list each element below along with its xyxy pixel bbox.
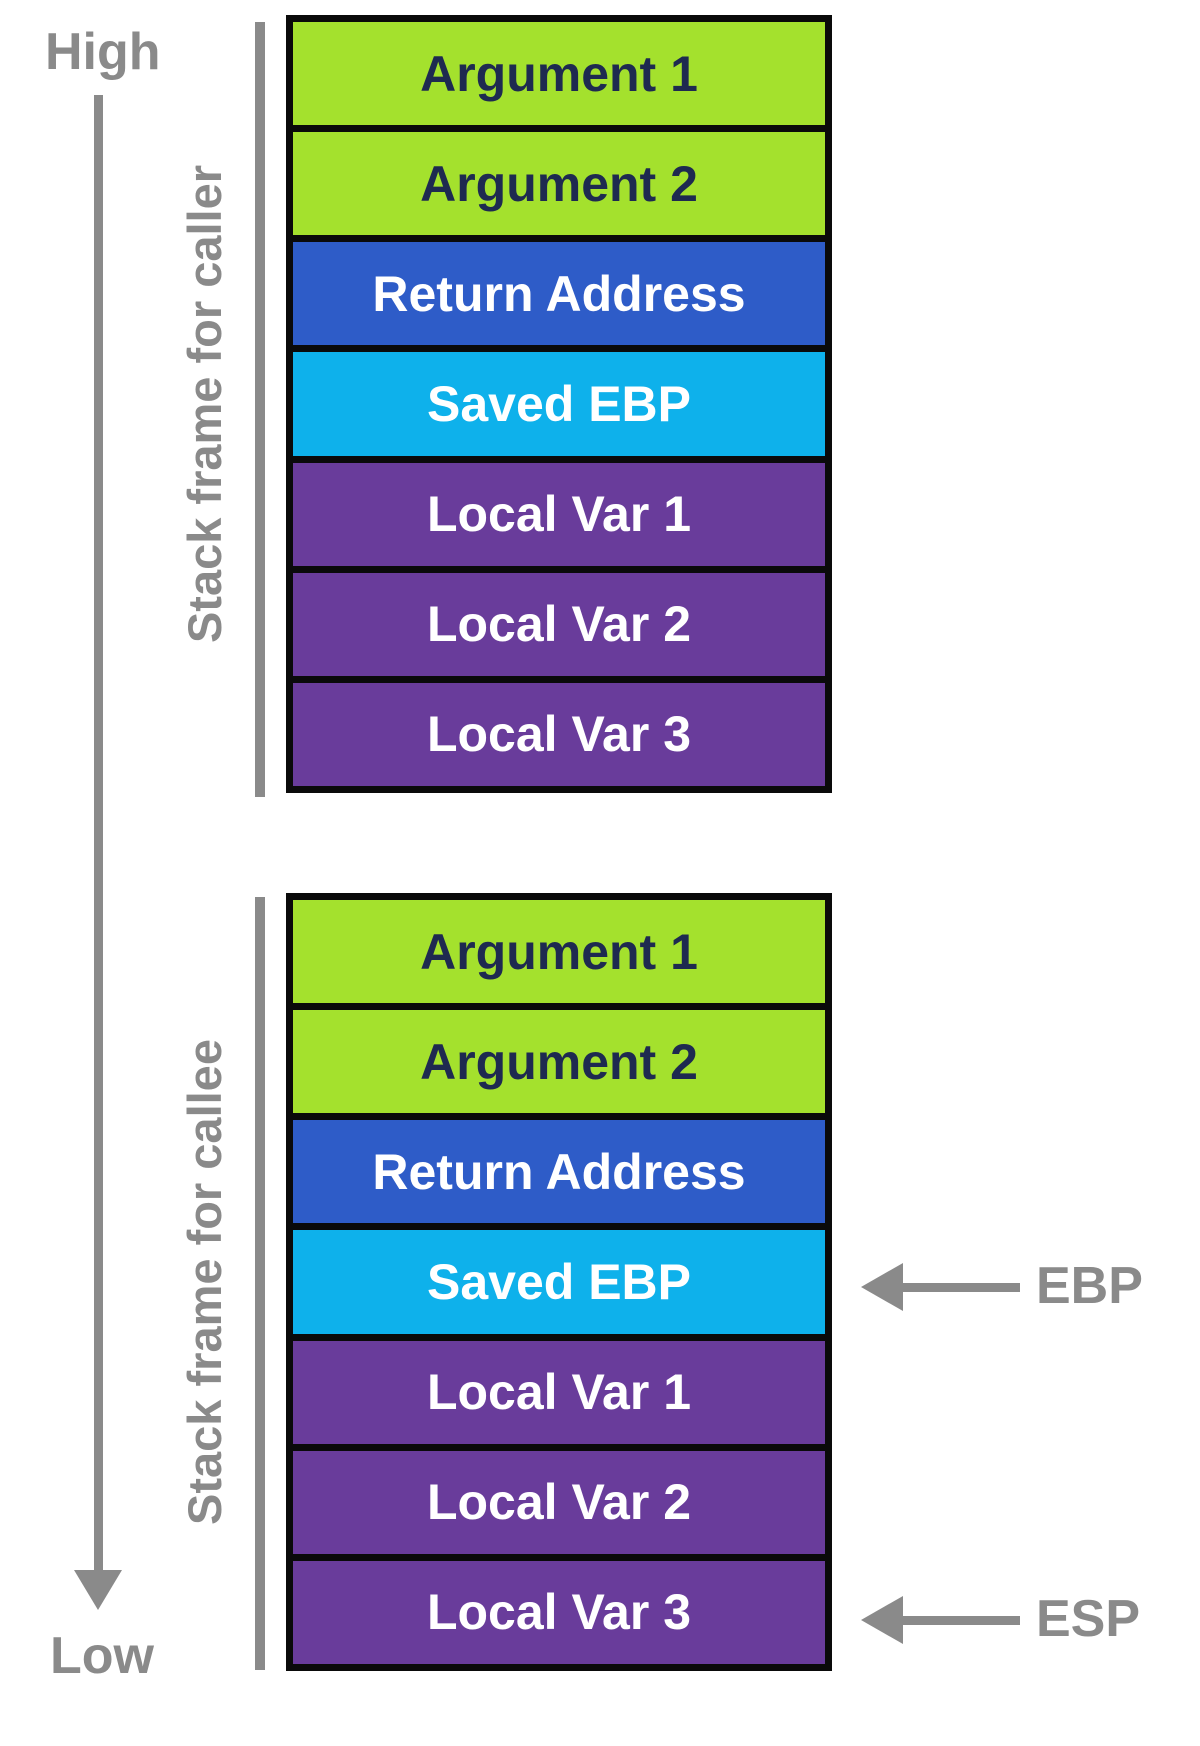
low-address-label: Low bbox=[50, 1627, 154, 1685]
caller-row-saved-ebp: Saved EBP bbox=[293, 352, 825, 456]
callee-row-local-var-1: Local Var 1 bbox=[293, 1340, 825, 1444]
callee-row-return-address: Return Address bbox=[293, 1120, 825, 1224]
caller-row-local-var-3: Local Var 3 bbox=[293, 682, 825, 786]
caller-row-return-address: Return Address bbox=[293, 242, 825, 346]
caller-row-local-var-2: Local Var 2 bbox=[293, 572, 825, 676]
callee-stack-box: Argument 1 Argument 2 Return Address Sav… bbox=[286, 893, 832, 1671]
caller-row-local-var-1: Local Var 1 bbox=[293, 462, 825, 566]
callee-row-local-var-2: Local Var 2 bbox=[293, 1450, 825, 1554]
callee-row-argument-1: Argument 1 bbox=[293, 900, 825, 1004]
esp-register-label: ESP bbox=[1036, 1590, 1141, 1648]
left-arrow-icon bbox=[861, 1263, 903, 1311]
caller-frame-label: Stack frame for caller bbox=[178, 164, 231, 644]
high-address-label: High bbox=[45, 23, 161, 81]
caller-stack-box: Argument 1 Argument 2 Return Address Sav… bbox=[286, 15, 832, 793]
down-arrow-icon bbox=[74, 1570, 122, 1610]
esp-arrow-line bbox=[902, 1616, 1020, 1625]
memory-direction-arrow-line bbox=[94, 95, 103, 1572]
caller-frame-bracket bbox=[255, 22, 265, 797]
ebp-arrow-line bbox=[902, 1283, 1020, 1292]
caller-row-argument-1: Argument 1 bbox=[293, 22, 825, 126]
left-arrow-icon bbox=[861, 1596, 903, 1644]
caller-row-argument-2: Argument 2 bbox=[293, 132, 825, 236]
callee-row-saved-ebp: Saved EBP bbox=[293, 1230, 825, 1334]
callee-frame-bracket bbox=[255, 897, 265, 1670]
callee-row-argument-2: Argument 2 bbox=[293, 1010, 825, 1114]
callee-frame-label: Stack frame for callee bbox=[178, 1039, 231, 1525]
ebp-register-label: EBP bbox=[1036, 1257, 1143, 1315]
callee-row-local-var-3: Local Var 3 bbox=[293, 1560, 825, 1664]
